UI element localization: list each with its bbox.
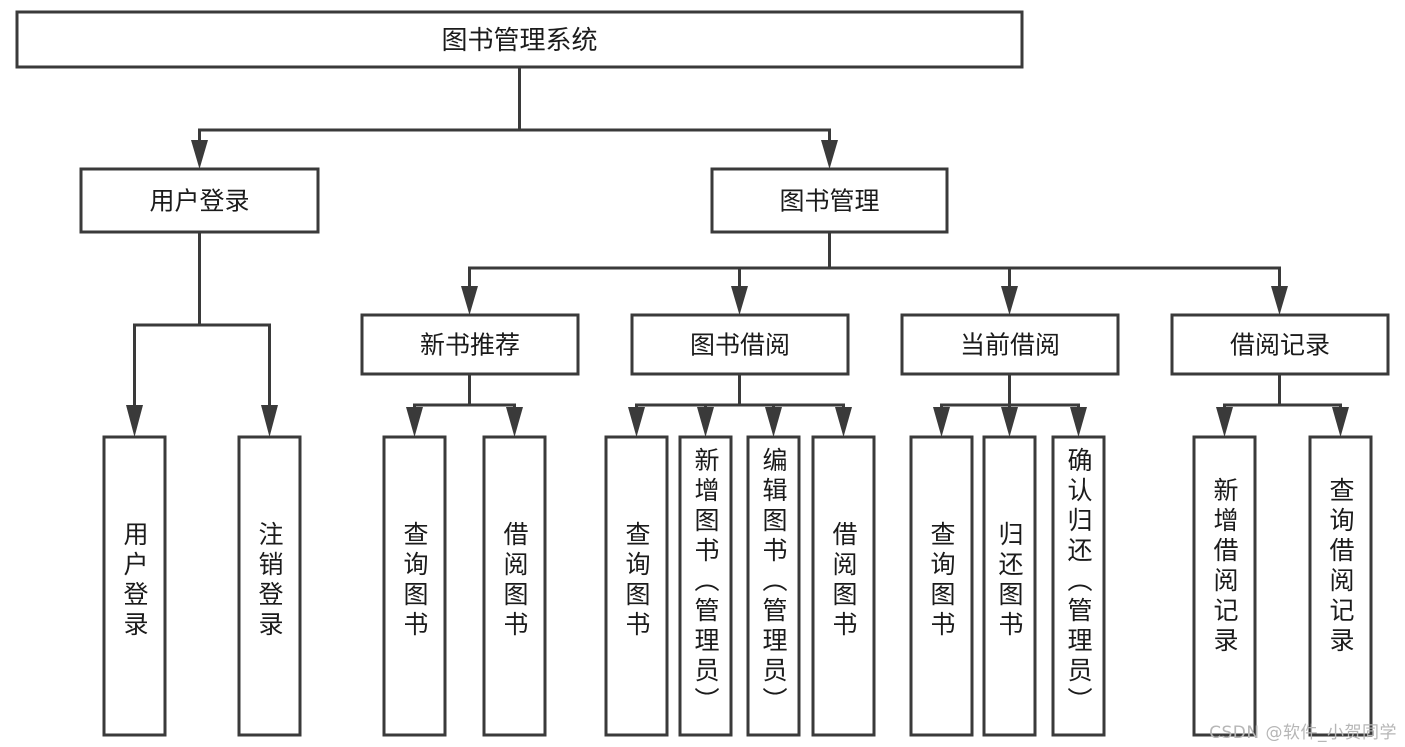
node-book-management[interactable]: 图书管理 bbox=[710, 167, 949, 234]
leaf-box-logout[interactable] bbox=[237, 435, 302, 737]
arrow-borrow-leaf-4 bbox=[835, 407, 852, 437]
arrow-bookmgmt-to-newbook bbox=[461, 286, 478, 315]
book-borrow-box[interactable] bbox=[630, 313, 850, 376]
arrow-current-leaf-2 bbox=[1001, 407, 1018, 437]
arrow-root-to-bookmgmt bbox=[821, 140, 838, 169]
arrow-record-leaf-1 bbox=[1216, 407, 1233, 437]
leaf-boxes bbox=[102, 435, 1373, 737]
arrow-userlogin-leaf-1 bbox=[126, 405, 143, 437]
leaf-box-query-book-new[interactable] bbox=[382, 435, 447, 737]
arrow-root-to-userlogin bbox=[191, 140, 208, 169]
new-book-recommend-box[interactable] bbox=[360, 313, 580, 376]
leaf-box-add-borrow-record[interactable] bbox=[1192, 435, 1257, 737]
new-book-recommend-label: 新书推荐 bbox=[420, 331, 520, 360]
user-login-box[interactable] bbox=[79, 167, 320, 234]
arrow-borrow-leaf-1 bbox=[628, 407, 645, 437]
current-borrow-label: 当前借阅 bbox=[960, 331, 1060, 360]
node-root[interactable]: 图书管理系统 bbox=[15, 10, 1024, 69]
node-borrow-record[interactable]: 借阅记录 bbox=[1170, 313, 1390, 376]
user-login-label: 用户登录 bbox=[149, 187, 249, 216]
leaf-box-borrow-book[interactable] bbox=[811, 435, 876, 737]
node-book-borrow[interactable]: 图书借阅 bbox=[630, 313, 850, 376]
leaf-box-query-book-current[interactable] bbox=[909, 435, 974, 737]
arrow-borrow-leaf-2 bbox=[697, 407, 714, 437]
leaf-box-user-login[interactable] bbox=[102, 435, 167, 737]
arrow-current-leaf-1 bbox=[933, 407, 950, 437]
borrow-record-box[interactable] bbox=[1170, 313, 1390, 376]
connectors bbox=[126, 65, 1349, 437]
arrow-borrow-leaf-3 bbox=[765, 407, 782, 437]
book-management-box[interactable] bbox=[710, 167, 949, 234]
leaf-box-query-book-borrow[interactable] bbox=[604, 435, 669, 737]
current-borrow-box[interactable] bbox=[900, 313, 1120, 376]
leaf-box-return-book[interactable] bbox=[982, 435, 1037, 737]
root-box[interactable] bbox=[15, 10, 1024, 69]
arrow-newbook-leaf-2 bbox=[506, 407, 523, 437]
arrow-current-leaf-3 bbox=[1070, 407, 1087, 437]
leaf-box-edit-book-admin[interactable] bbox=[746, 435, 801, 737]
node-new-book-recommend[interactable]: 新书推荐 bbox=[360, 313, 580, 376]
leaf-box-query-borrow-record[interactable] bbox=[1308, 435, 1373, 737]
root-label: 图书管理系统 bbox=[441, 26, 597, 56]
leaf-box-borrow-book-new[interactable] bbox=[482, 435, 547, 737]
arrow-record-leaf-2 bbox=[1332, 407, 1349, 437]
arrow-bookmgmt-to-record bbox=[1271, 286, 1288, 315]
arrow-newbook-leaf-1 bbox=[406, 407, 423, 437]
node-user-login[interactable]: 用户登录 bbox=[79, 167, 320, 234]
arrow-bookmgmt-to-borrow bbox=[731, 286, 748, 315]
book-management-label: 图书管理 bbox=[779, 187, 879, 216]
node-current-borrow[interactable]: 当前借阅 bbox=[900, 313, 1120, 376]
book-borrow-label: 图书借阅 bbox=[690, 331, 790, 360]
leaf-box-add-book-admin[interactable] bbox=[678, 435, 733, 737]
leaf-box-confirm-return[interactable] bbox=[1051, 435, 1106, 737]
arrow-bookmgmt-to-current bbox=[1001, 286, 1018, 315]
arrow-userlogin-leaf-2 bbox=[261, 405, 278, 437]
borrow-record-label: 借阅记录 bbox=[1230, 331, 1330, 360]
csdn-watermark: CSDN @软件_小贺同学 bbox=[1209, 723, 1397, 743]
